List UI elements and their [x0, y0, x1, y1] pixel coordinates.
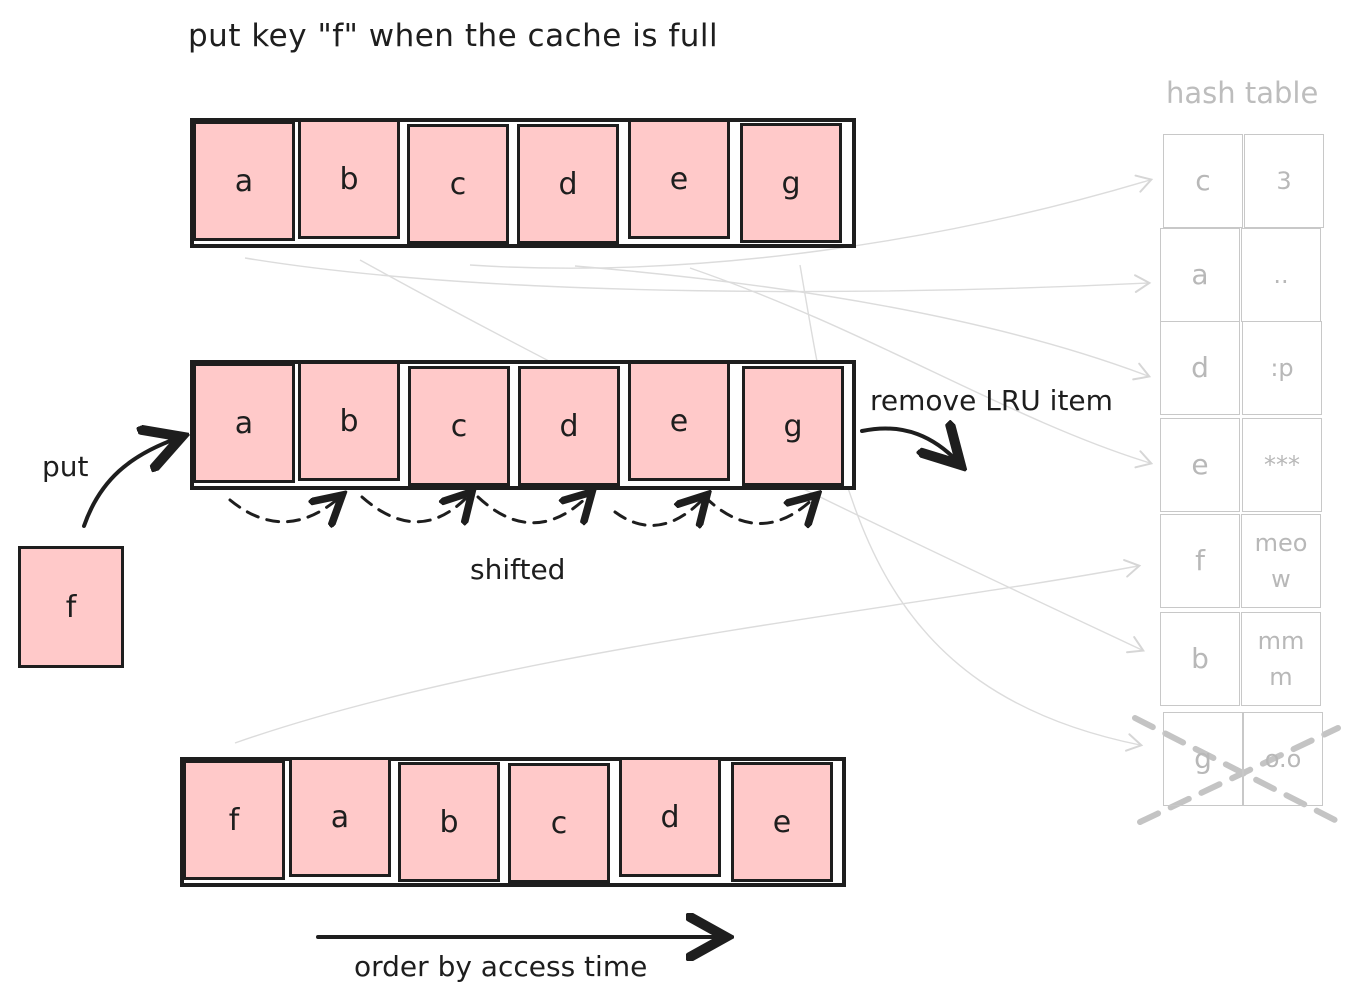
hash-key: b [1160, 612, 1240, 706]
hash-value: *** [1242, 418, 1322, 512]
cache-node: d [619, 757, 721, 877]
cache-node: c [508, 763, 610, 883]
shift-arrow [360, 494, 470, 522]
new-item-f: f [18, 546, 124, 668]
shift-arrow [613, 497, 705, 525]
pointer-line-f [234, 559, 1142, 744]
cache-node: b [298, 361, 400, 481]
hash-value: :p [1242, 321, 1322, 415]
cache-node: e [731, 762, 833, 882]
hash-key: d [1160, 321, 1240, 415]
cache-node: e [628, 119, 730, 239]
cache-node: e [628, 361, 730, 481]
hash-value-removed: o.o [1243, 712, 1323, 806]
hash-key: f [1160, 514, 1240, 608]
cache-node: g [740, 123, 842, 243]
hash-key: a [1160, 228, 1240, 322]
cache-node: b [398, 762, 500, 882]
cache-node: c [407, 124, 509, 244]
remove-lru-arrow [860, 428, 958, 462]
shift-arrow [703, 497, 815, 524]
shift-arrows [228, 494, 815, 525]
pointer-line-a [244, 257, 1152, 293]
cache-node: d [518, 366, 620, 486]
hash-key: c [1163, 134, 1243, 228]
diagram-title: put key "f" when the cache is full [188, 18, 719, 54]
hash-value: .. [1241, 228, 1321, 322]
cache-node-lru: g [742, 366, 844, 486]
put-arrow [82, 438, 178, 528]
hash-value: mmm [1241, 612, 1321, 706]
cache-node: d [517, 124, 619, 244]
pointer-line-c [469, 174, 1154, 269]
hash-key: e [1160, 418, 1240, 512]
hash-key-removed: g [1163, 712, 1243, 806]
cache-node: a [193, 121, 295, 241]
cache-node: f [183, 760, 285, 880]
cache-node: c [408, 366, 510, 486]
pointer-line-e [689, 267, 1154, 469]
cache-node: a [289, 757, 391, 877]
remove-lru-label: remove LRU item [870, 384, 1113, 417]
shifted-label: shifted [470, 553, 566, 586]
cache-node: a [193, 363, 295, 483]
removed-entry-cross [1132, 715, 1341, 825]
pointer-line-g [799, 264, 1144, 752]
pointer-line-d [574, 265, 1152, 381]
shift-arrow [228, 497, 340, 522]
shift-arrow [476, 494, 590, 523]
hash-value: 3 [1244, 134, 1324, 228]
hash-value: meow [1241, 514, 1321, 608]
hash-table-title: hash table [1166, 76, 1319, 110]
order-label: order by access time [354, 950, 648, 983]
cache-node: b [298, 119, 400, 239]
put-label: put [42, 450, 89, 483]
